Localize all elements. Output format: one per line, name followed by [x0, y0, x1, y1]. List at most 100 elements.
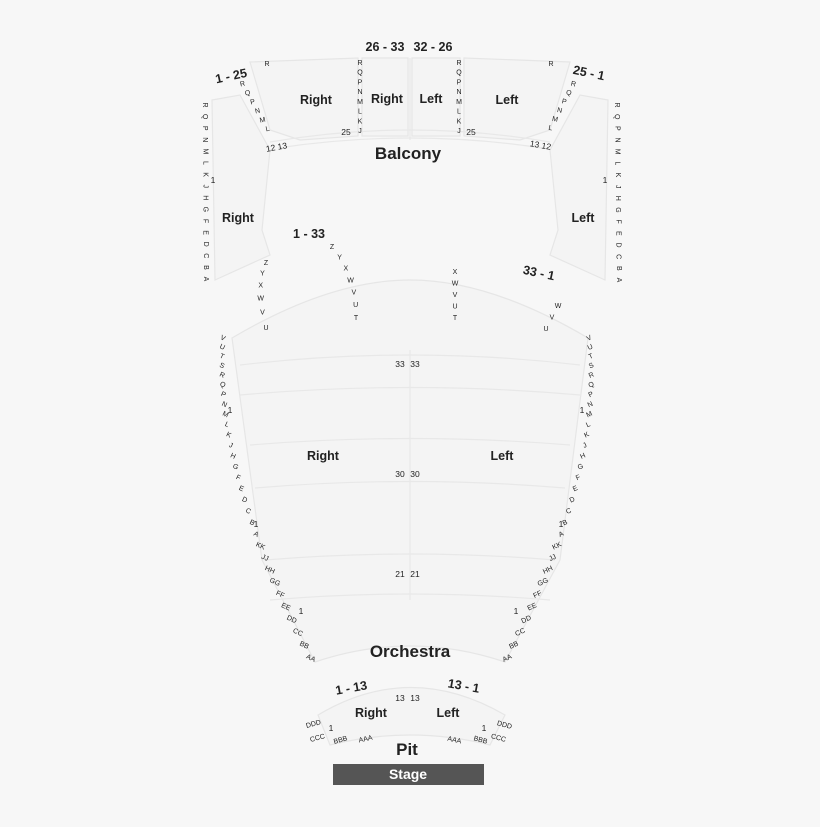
balcony-lower-mid-left-row-y: Y: [337, 255, 342, 262]
orchestra-left-row-kk: KK: [255, 541, 267, 551]
balcony-section-right-b[interactable]: Right: [371, 92, 404, 106]
orchestra-left-row-dd: DD: [285, 615, 297, 626]
orchestra-right-row-aa: AA: [502, 653, 514, 663]
balcony-side-left-shape[interactable]: [549, 94, 609, 281]
row-rules: [239, 58, 581, 601]
stage[interactable]: Stage: [333, 764, 484, 785]
orchestra-left-row-p: P: [220, 391, 227, 399]
orchestra-left-row-h: H: [229, 452, 237, 460]
balcony-lower-outer-left-row-z: Z: [264, 260, 269, 267]
balcony-center-right-row-m: M: [456, 99, 462, 106]
balcony-seat-1-left: 1: [211, 175, 216, 185]
pit-title: Pit: [396, 740, 418, 759]
orchestra-left-row-v: V: [219, 334, 226, 342]
balcony-side-right-row-l: L: [614, 161, 621, 165]
orchestra-left-row-j: J: [228, 442, 234, 450]
orchestra-right-row-gg: GG: [537, 577, 550, 588]
balcony-section-side-left[interactable]: Left: [572, 211, 596, 225]
orchestra-right-row-p: P: [587, 391, 594, 399]
orchestra-right-row-jj: JJ: [548, 554, 557, 563]
balcony-center-left-row-n: N: [357, 89, 362, 96]
orchestra-right-row-k: K: [583, 431, 590, 439]
orchestra-right-row-u: U: [587, 343, 595, 351]
orchestra-right-row-b: B: [562, 519, 569, 527]
orchestra-left-row-a: A: [252, 531, 259, 539]
balcony-angled-left-row-q: Q: [244, 89, 251, 97]
balcony-section-side-right[interactable]: Right: [222, 211, 255, 225]
balcony-right-shape[interactable]: [249, 57, 359, 141]
orchestra-right-row-j: J: [582, 442, 588, 450]
stage-bar[interactable]: [333, 764, 484, 785]
balcony-angled-right-row-p: P: [561, 98, 567, 106]
balcony-seat-13-12-right: 13 12: [529, 138, 552, 152]
balcony-side-right-row-p: P: [613, 126, 620, 131]
balcony-side-left-row-g: G: [202, 207, 209, 212]
balcony-center-right-row-j: J: [457, 128, 461, 135]
balcony-side-right-row-j: J: [614, 185, 621, 189]
pit-section-right[interactable]: Right: [355, 706, 388, 720]
balcony-range-right: 25 - 1: [572, 63, 606, 83]
balcony-side-left-row-m: M: [201, 148, 208, 154]
orchestra-left-row-b: B: [248, 519, 255, 527]
orchestra-right-row-cc: CC: [514, 627, 526, 638]
orchestra-left-row-l: L: [224, 421, 231, 429]
pit-seat-1-left: 1: [329, 723, 334, 733]
balcony-center-right-row-k: K: [457, 118, 462, 125]
balcony-top-range-right: 32 - 26: [414, 40, 453, 54]
balcony-side-right-row-a: A: [615, 278, 622, 283]
pit-row-left-aaa: AAA: [358, 735, 373, 745]
orchestra-section-right[interactable]: Right: [307, 449, 340, 463]
orchestra-left-row-cc: CC: [292, 627, 304, 638]
pit: 1 - 13 13 - 1 13 13 Right Left 1 1 DDD C…: [305, 676, 512, 759]
balcony-seat-12-13-left: 12 13: [265, 140, 288, 154]
pit-row-right-ccc: CCC: [490, 733, 506, 744]
balcony-center-left-row-m: M: [357, 99, 363, 106]
balcony-center-left-shape[interactable]: [411, 57, 461, 137]
balcony-section-right-a[interactable]: Right: [300, 93, 333, 107]
orchestra-seat-1-f: 1: [514, 606, 519, 616]
orchestra-left-row-n: N: [220, 401, 228, 409]
balcony-left-shape[interactable]: [463, 57, 571, 141]
pit-shape[interactable]: [317, 687, 506, 746]
balcony-lower-mid-right-row-v: V: [453, 292, 458, 299]
pit-range-left: 1 - 13: [334, 678, 368, 697]
pit-row-right-aaa: AAA: [447, 736, 462, 746]
balcony-lower-mid-right-row-t: T: [453, 315, 458, 322]
pit-row-right-ddd: DDD: [496, 720, 512, 731]
orchestra-left-row-ee: EE: [280, 602, 292, 612]
pit-section-left[interactable]: Left: [437, 706, 461, 720]
balcony-center-right-shape[interactable]: [361, 57, 409, 137]
balcony-row-r-outer-right: R: [548, 61, 553, 68]
balcony-section-left-a[interactable]: Left: [496, 93, 520, 107]
orchestra-right-row-ff: FF: [532, 590, 543, 600]
balcony-lower-outer-left-row-w: W: [257, 295, 264, 302]
balcony-side-right-row-f: F: [614, 220, 621, 224]
orchestra-left-row-ff: FF: [275, 590, 286, 600]
pit-row-left-bbb: BBB: [333, 735, 349, 745]
balcony-lower-outer-left-row-x: X: [258, 282, 263, 289]
orchestra-right-row-s: S: [588, 362, 595, 370]
balcony-top-range-left: 26 - 33: [366, 40, 405, 54]
orchestra-seat-1-d: 1: [559, 519, 564, 529]
orchestra-left-row-c: C: [244, 507, 252, 515]
orchestra-right-row-c: C: [565, 507, 573, 515]
pit-seat-1-right: 1: [482, 723, 487, 733]
balcony-side-left-row-q: Q: [201, 114, 208, 120]
balcony-side-left-row-a: A: [202, 277, 209, 282]
pit-seat-13-right: 13: [410, 693, 420, 703]
orchestra-right-row-h: H: [579, 452, 587, 460]
balcony-side-left-row-l: L: [201, 161, 208, 165]
balcony-lower-outer-left-row-v: V: [260, 310, 265, 317]
pit-row-right-bbb: BBB: [473, 735, 489, 745]
balcony-side-right-shape[interactable]: [211, 94, 271, 281]
orchestra-seat-1-b: 1: [580, 405, 585, 415]
orchestra-section-left[interactable]: Left: [491, 449, 515, 463]
balcony-row-r-outer-left: R: [264, 61, 269, 68]
balcony-section-left-b[interactable]: Left: [420, 92, 444, 106]
balcony-center-left-row-p: P: [358, 79, 363, 86]
balcony-lower-outer-right-row-v: V: [550, 315, 555, 322]
orchestra-left-row-m: M: [221, 411, 229, 420]
